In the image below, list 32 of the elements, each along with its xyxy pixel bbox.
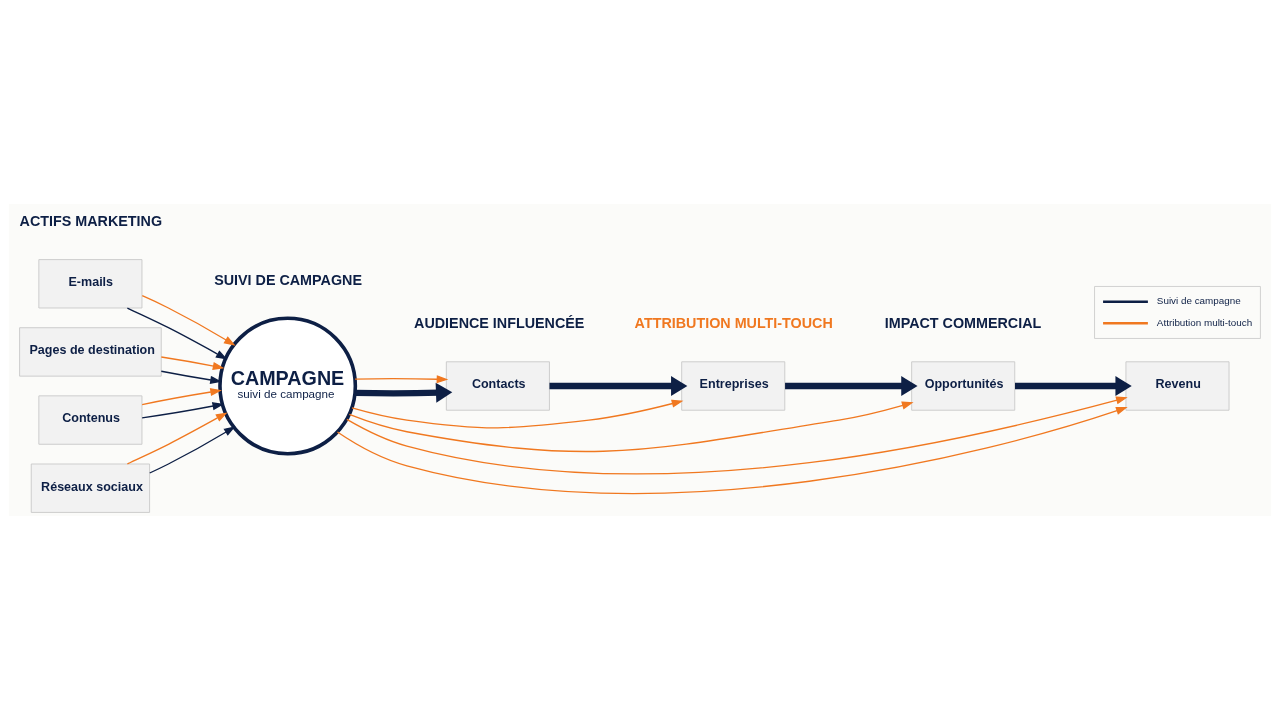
node-box: Pages de destination	[19, 327, 162, 377]
arrow	[346, 396, 1128, 475]
arrow	[1015, 376, 1132, 396]
node-circle: CAMPAGNE suivi de campagne	[218, 316, 358, 456]
arrow	[549, 376, 688, 396]
node-box: Réseaux sociaux	[30, 463, 151, 513]
label: AUDIENCE INFLUENCÉE	[414, 315, 585, 332]
arrow	[355, 382, 453, 403]
arrow	[785, 376, 918, 396]
arrow	[348, 401, 914, 453]
label: ACTIFS MARKETING	[19, 213, 163, 230]
arrow	[126, 412, 228, 465]
arrow	[336, 406, 1128, 494]
legend-label: Attribution multi-touch	[1156, 316, 1253, 328]
arrow	[141, 295, 236, 346]
arrow	[354, 375, 449, 384]
node-box: E-mails	[38, 259, 143, 309]
label: ATTRIBUTION MULTI-TOUCH	[634, 315, 833, 332]
arrow	[126, 307, 228, 360]
node-box: Contacts	[445, 361, 550, 411]
arrow	[141, 388, 222, 406]
label: SUIVI DE CAMPAGNE	[214, 271, 362, 288]
arrow	[149, 426, 236, 474]
node-box: Entreprises	[681, 361, 786, 411]
arrow	[351, 399, 684, 429]
legend-label: Suivi de campagne	[1156, 295, 1241, 307]
node-box: Opportunités	[911, 361, 1016, 411]
label: IMPACT COMMERCIAL	[884, 315, 1042, 332]
arrow	[160, 370, 222, 384]
node-box: Contenus	[38, 395, 143, 445]
arrow	[160, 356, 225, 370]
node-box: Revenu	[1125, 361, 1230, 411]
